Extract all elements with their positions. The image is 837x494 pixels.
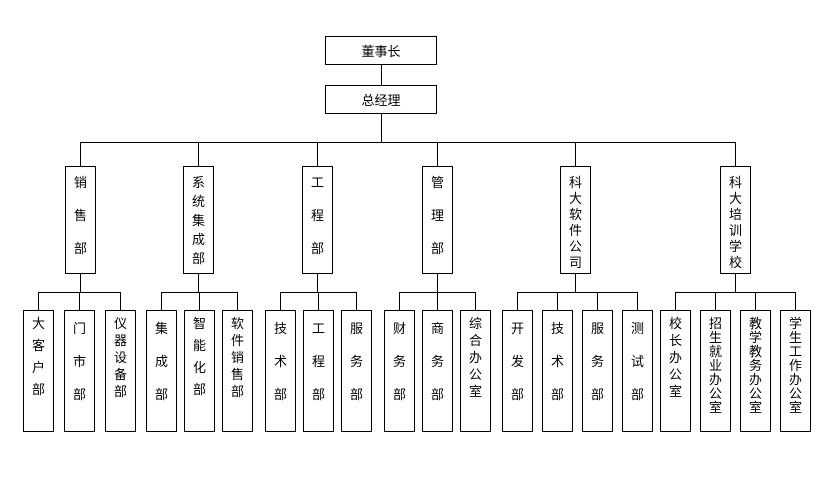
connector-sub-3-0 — [399, 292, 400, 310]
connector-dept-4 — [575, 142, 576, 166]
connector-chairman-gm — [381, 65, 382, 85]
sub-box-1-2-label: 软件销售部 — [230, 317, 244, 400]
sub-box-2-2: 服务部 — [341, 310, 372, 432]
connector-sub-4-1 — [557, 292, 558, 310]
connector-sub-5-3 — [795, 292, 796, 310]
dept-box-2-label: 工程部 — [310, 176, 324, 257]
sub-box-3-2: 综合办公室 — [460, 310, 491, 432]
connector-dept-sub-5 — [735, 274, 736, 292]
sub-box-2-0-label: 技术部 — [273, 322, 287, 403]
dept-box-4-label: 科大软件公司 — [568, 176, 582, 271]
sub-box-4-3: 测试部 — [622, 310, 653, 432]
dept-box-4: 科大软件公司 — [560, 166, 591, 274]
connector-sub-0-0 — [38, 292, 39, 310]
dept-box-0-label: 销售部 — [73, 176, 87, 257]
connector-dept-sub-3 — [437, 274, 438, 292]
connector-sub-bus-5 — [675, 292, 796, 293]
chairman-label: 董事长 — [361, 45, 401, 60]
general-manager-box: 总经理 — [325, 85, 437, 114]
sub-box-1-0: 集成部 — [146, 310, 177, 432]
chairman-box: 董事长 — [325, 36, 437, 65]
sub-box-3-2-label: 综合办公室 — [468, 317, 482, 400]
sub-box-5-0: 校长办公室 — [660, 310, 691, 432]
sub-box-5-3-label: 学生工作办公室 — [788, 317, 802, 416]
connector-dept-sub-2 — [317, 274, 318, 292]
connector-sub-0-1 — [79, 292, 80, 310]
sub-box-3-1: 商务部 — [422, 310, 453, 432]
sub-box-1-2: 软件销售部 — [222, 310, 253, 432]
connector-sub-1-0 — [161, 292, 162, 310]
connector-sub-2-1 — [318, 292, 319, 310]
connector-dept-sub-0 — [80, 274, 81, 292]
connector-dept-5 — [735, 142, 736, 166]
connector-sub-1-2 — [237, 292, 238, 310]
sub-box-3-0: 财务部 — [384, 310, 415, 432]
sub-box-4-1-label: 技术部 — [550, 322, 564, 403]
connector-sub-5-0 — [675, 292, 676, 310]
connector-sub-5-1 — [715, 292, 716, 310]
connector-dept-1 — [198, 142, 199, 166]
connector-sub-5-2 — [755, 292, 756, 310]
sub-box-0-1-label: 门市部 — [72, 322, 86, 403]
connector-main-bus — [80, 142, 736, 143]
sub-box-4-0-label: 开发部 — [510, 322, 524, 403]
connector-dept-sub-4 — [575, 274, 576, 292]
connector-sub-2-2 — [356, 292, 357, 310]
connector-sub-4-0 — [517, 292, 518, 310]
sub-box-4-1: 技术部 — [542, 310, 573, 432]
sub-box-3-0-label: 财务部 — [392, 322, 406, 403]
sub-box-1-1: 智能化部 — [184, 310, 215, 432]
dept-box-1: 系统集成部 — [183, 166, 214, 274]
sub-box-0-0-label: 大客户部 — [31, 317, 45, 398]
sub-box-0-0: 大客户部 — [23, 310, 54, 432]
sub-box-5-3: 学生工作办公室 — [780, 310, 811, 432]
connector-sub-bus-4 — [517, 292, 638, 293]
sub-box-4-0: 开发部 — [502, 310, 533, 432]
dept-box-0: 销售部 — [65, 166, 96, 274]
sub-box-5-2-label: 教学教务办公室 — [748, 317, 762, 416]
connector-sub-4-2 — [597, 292, 598, 310]
connector-dept-sub-1 — [198, 274, 199, 292]
dept-box-3-label: 管理部 — [430, 176, 444, 257]
sub-box-4-2-label: 服务部 — [590, 322, 604, 403]
dept-box-1-label: 系统集成部 — [191, 176, 205, 267]
connector-dept-2 — [317, 142, 318, 166]
dept-box-5-label: 科大培训学校 — [728, 176, 742, 271]
sub-box-4-2: 服务部 — [582, 310, 613, 432]
dept-box-2: 工程部 — [302, 166, 333, 274]
sub-box-5-0-label: 校长办公室 — [668, 317, 682, 400]
sub-box-0-1: 门市部 — [64, 310, 95, 432]
connector-dept-0 — [80, 142, 81, 166]
sub-box-2-0: 技术部 — [265, 310, 296, 432]
sub-box-4-3-label: 测试部 — [630, 322, 644, 403]
connector-gm-bus — [381, 114, 382, 143]
sub-box-0-2: 仪器设备部 — [105, 310, 136, 432]
sub-box-5-1: 招生就业办公室 — [700, 310, 731, 432]
connector-dept-3 — [437, 142, 438, 166]
sub-box-0-2-label: 仪器设备部 — [113, 317, 127, 400]
sub-box-2-1: 工程部 — [303, 310, 334, 432]
dept-box-5: 科大培训学校 — [720, 166, 751, 274]
sub-box-5-2: 教学教务办公室 — [740, 310, 771, 432]
sub-box-2-1-label: 工程部 — [311, 322, 325, 403]
connector-sub-3-1 — [437, 292, 438, 310]
dept-box-3: 管理部 — [422, 166, 453, 274]
connector-sub-3-2 — [475, 292, 476, 310]
connector-sub-0-2 — [120, 292, 121, 310]
connector-sub-2-0 — [280, 292, 281, 310]
connector-sub-1-1 — [199, 292, 200, 310]
general-manager-label: 总经理 — [361, 94, 401, 109]
sub-box-1-0-label: 集成部 — [154, 322, 168, 403]
sub-box-1-1-label: 智能化部 — [192, 317, 206, 398]
sub-box-3-1-label: 商务部 — [430, 322, 444, 403]
sub-box-5-1-label: 招生就业办公室 — [708, 317, 722, 416]
sub-box-2-2-label: 服务部 — [349, 322, 363, 403]
connector-sub-4-3 — [637, 292, 638, 310]
